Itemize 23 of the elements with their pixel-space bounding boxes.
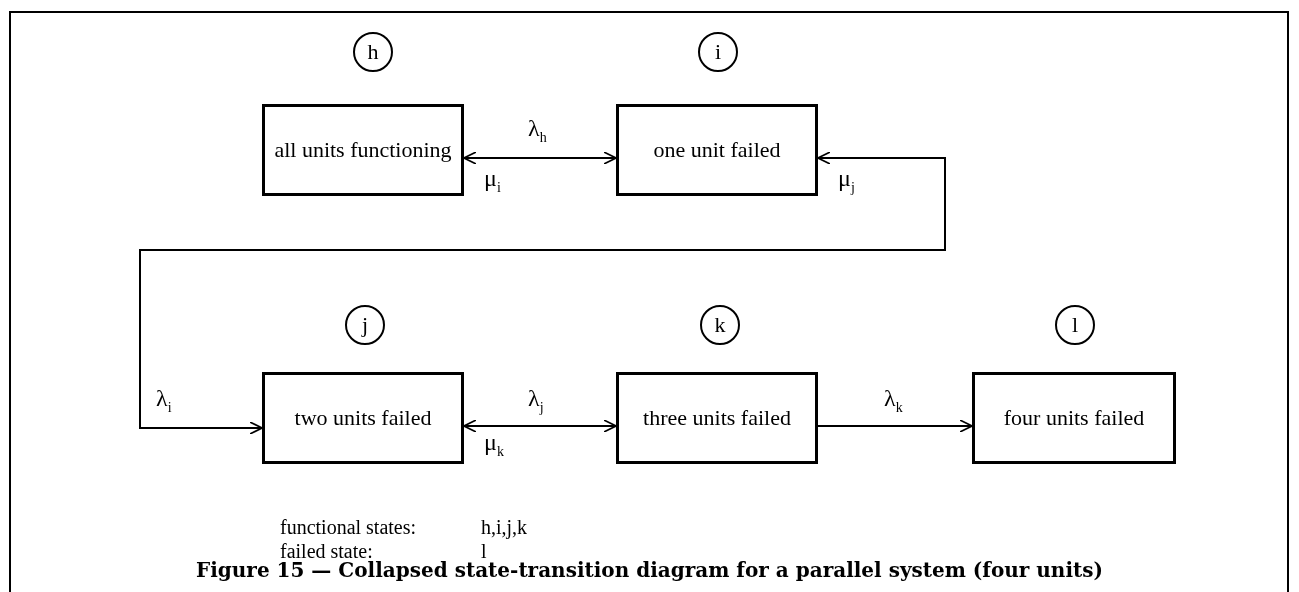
state-box: all units functioning	[262, 104, 464, 196]
state-box: two units failed	[262, 372, 464, 464]
state-circle: j	[345, 305, 385, 345]
rate-label: λ$_{j}$	[528, 386, 544, 415]
state-box: one unit failed	[616, 104, 818, 196]
state-box: three units failed	[616, 372, 818, 464]
state-circle: h	[353, 32, 393, 72]
transition-arrow	[139, 151, 946, 435]
state-circle: l	[1055, 305, 1095, 345]
legend-text: h,i,j,k	[481, 516, 528, 539]
rate-label: λ$_{h}$	[528, 116, 547, 145]
transition-arrow	[463, 419, 617, 433]
state-circle: k	[700, 305, 740, 345]
transition-arrow	[463, 151, 617, 165]
state-circle: i	[698, 32, 738, 72]
transition-arrow	[817, 419, 973, 433]
rate-label: λ$_{i}$	[156, 386, 172, 415]
rate-label: μ$_{i}$	[484, 166, 501, 195]
state-box: four units failed	[972, 372, 1176, 464]
rate-label: μ$_{k}$	[484, 430, 504, 459]
rate-label: λ$_{k}$	[884, 386, 903, 415]
legend-text: functional states:	[280, 516, 417, 539]
rate-label: μ$_{j}$	[838, 166, 855, 195]
